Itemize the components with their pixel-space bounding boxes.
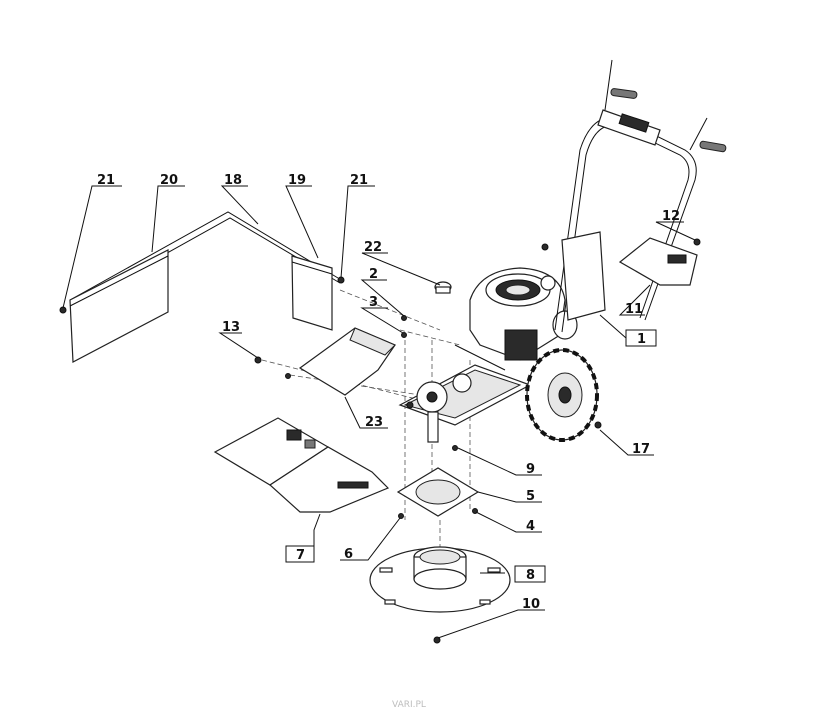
callout-7-box [285,545,315,563]
callout-10: 10 [522,597,540,612]
callout-1: 1 [637,332,646,347]
callout-2: 2 [369,267,378,282]
engine [469,267,578,361]
callout-4: 4 [526,519,535,534]
wheel [525,348,602,442]
mower-frame [398,344,532,443]
leader-lines [62,185,696,639]
callout-17: 17 [632,442,650,457]
callout-21-right: 21 [350,173,368,188]
callout-9: 9 [526,462,535,477]
callout-21-left: 21 [97,173,115,188]
callout-13: 13 [222,320,240,335]
rear-flap-assembly [59,211,345,363]
blade-disc [369,546,511,644]
callout-19: 19 [288,173,306,188]
callout-6: 6 [344,547,353,562]
callout-8-box [514,565,546,583]
handle-assembly [541,59,727,333]
callout-23: 23 [365,415,383,430]
callout-18: 18 [224,173,242,188]
callout-8: 8 [526,568,535,583]
callout-12: 12 [662,209,680,224]
callout-3: 3 [369,295,378,310]
front-guard [254,327,396,396]
callout-labels: 21 20 18 19 21 22 2 3 13 23 12 11 1 17 9… [97,173,680,612]
callout-20: 20 [160,173,178,188]
callout-5: 5 [526,489,535,504]
side-deflector [213,417,390,513]
callout-7: 7 [296,548,305,563]
callout-22: 22 [364,240,382,255]
mounting-plate [396,467,480,517]
callout-11: 11 [625,302,643,317]
rear-cover [618,237,701,286]
watermark: VARI.PL [392,700,426,710]
